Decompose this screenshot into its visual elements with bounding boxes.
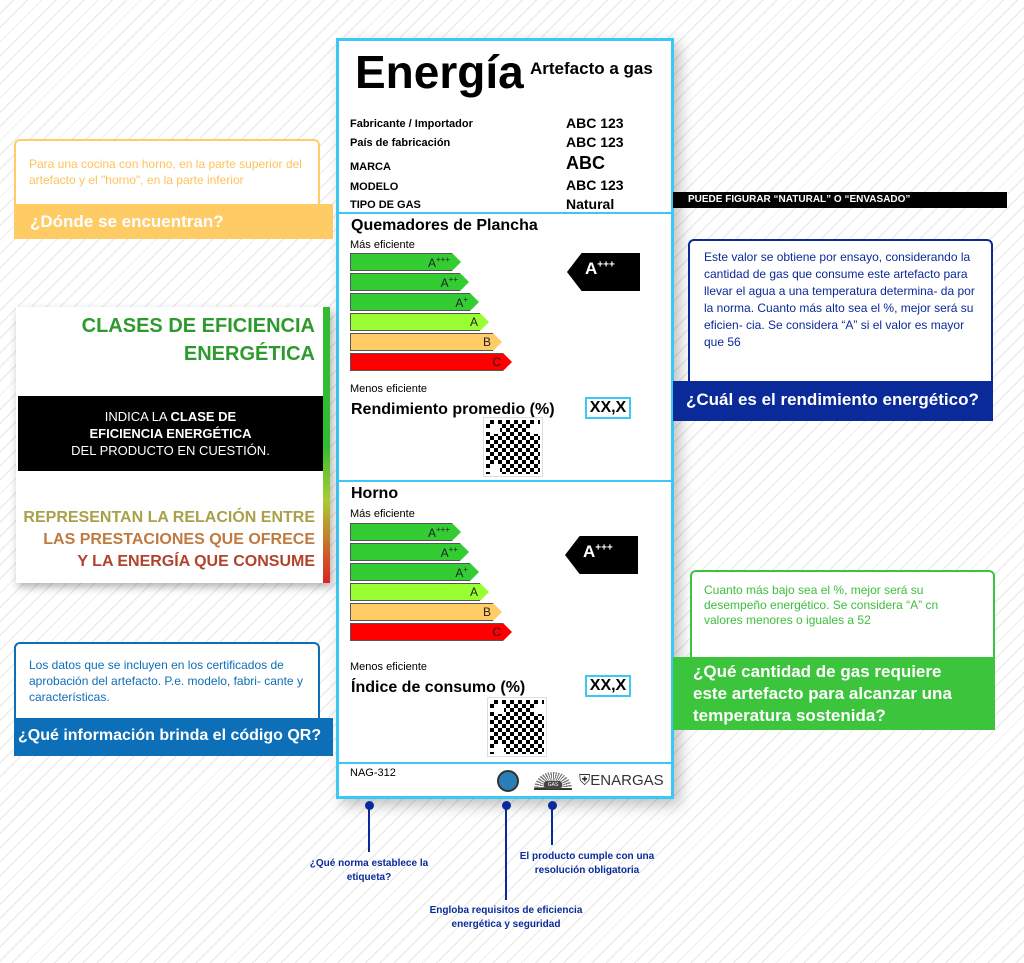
caption-resolucion: El producto cumple con una resolución ob… <box>519 851 655 876</box>
gradient-strip <box>323 307 330 583</box>
clases-text: LAS PRESTACIONES QUE OFRECE <box>43 531 315 548</box>
bar-class-label: A++ <box>440 545 458 560</box>
pointer-line <box>368 805 370 852</box>
callout-donde: Para una cocina con horno, en la parte s… <box>14 139 320 209</box>
less-efficient: Menos eficiente <box>350 661 428 673</box>
efficiency-bar: B <box>350 333 502 351</box>
efficiency-bar: A++ <box>350 273 469 291</box>
class-indicator: A+++ <box>565 536 638 574</box>
info-value: Natural <box>566 196 615 212</box>
callout-consumo-title: ¿Qué cantidad de gas requiere este artef… <box>673 657 995 730</box>
clases-text: Y LA ENERGÍA QUE CONSUME <box>77 553 315 570</box>
callout-rendimiento: Este valor se obtiene por ensayo, consid… <box>688 239 993 389</box>
pointer-line <box>551 805 553 845</box>
bar-class-label: A+ <box>455 295 468 310</box>
energy-label: Energía Artefacto a gas Fabricante / Imp… <box>336 38 674 799</box>
enargas-logo: ⛨ENARGAS <box>579 772 664 789</box>
info-value: ABC <box>566 153 605 173</box>
clases-text: REPRESENTAN LA RELACIÓN ENTRE <box>23 509 315 526</box>
bar-class-label: A <box>469 585 478 599</box>
bar-class-label: B <box>482 605 491 619</box>
bar-class-label: A++ <box>440 275 458 290</box>
info-label: MODELO <box>350 181 399 193</box>
callout-qr-title: ¿Qué información brinda el código QR? <box>14 718 333 756</box>
efficiency-bar: B <box>350 603 502 621</box>
more-efficient: Más eficiente <box>350 239 415 251</box>
metric-value: XX,X <box>585 397 631 419</box>
label-title: Energía <box>355 46 524 98</box>
efficiency-bar: A <box>350 583 489 601</box>
info-value: ABC 123 <box>566 115 624 131</box>
efficiency-bar: C <box>350 353 512 371</box>
efficiency-bar: C <box>350 623 512 641</box>
info-value: ABC 123 <box>566 177 624 193</box>
callout-qr: Los datos que se incluyen en los certifi… <box>14 642 320 724</box>
gas-type-note: PUEDE FIGURAR “NATURAL” O “ENVASADO” <box>673 192 1007 208</box>
info-label: MARCA <box>350 161 391 173</box>
section-title: Quemadores de Plancha <box>351 217 538 234</box>
callout-consumo: Cuanto más bajo sea el %, mejor será su … <box>690 570 995 665</box>
metric-label: Rendimiento promedio (%) <box>351 401 555 418</box>
callout-rendimiento-title: ¿Cuál es el rendimiento energético? <box>673 381 993 421</box>
efficiency-bar: A+ <box>350 563 479 581</box>
caption-engloba: Engloba requisitos de eficiencia energét… <box>429 905 583 930</box>
caption-norma: ¿Qué norma establece la etiqueta? <box>309 858 429 883</box>
callout-donde-title: ¿Dónde se encuentran? <box>14 204 333 239</box>
more-efficient: Más eficiente <box>350 508 415 520</box>
metric-value: XX,X <box>585 675 631 697</box>
divider <box>339 212 671 214</box>
qr-code <box>487 697 547 757</box>
efficiency-bar: A++ <box>350 543 469 561</box>
pointer-line <box>505 805 507 900</box>
bar-class-label: C <box>492 625 501 639</box>
qr-code <box>483 417 543 477</box>
bar-class-label: A+++ <box>427 525 450 540</box>
bar-class-label: B <box>482 335 491 349</box>
clases-title: ENERGÉTICA <box>183 343 315 365</box>
efficiency-bar: A+ <box>350 293 479 311</box>
efficiency-bar: A <box>350 313 489 331</box>
info-label: País de fabricación <box>350 137 451 149</box>
bar-class-label: A+ <box>455 565 468 580</box>
efficiency-bar: A+++ <box>350 523 461 541</box>
info-label: TIPO DE GAS <box>350 199 421 211</box>
section-title: Horno <box>351 485 399 502</box>
info-label: Fabricante / Importador <box>350 118 473 130</box>
less-efficient: Menos eficiente <box>350 383 428 395</box>
callout-clases: CLASES DE EFICIENCIA ENERGÉTICA INDICA L… <box>16 307 330 583</box>
clases-title: CLASES DE EFICIENCIA <box>81 315 315 337</box>
norm-code: NAG-312 <box>350 767 396 779</box>
gas-logo: GAS <box>534 772 572 790</box>
bar-class-label: A <box>469 315 478 329</box>
info-value: ABC 123 <box>566 134 624 150</box>
bar-class-label: C <box>492 355 501 369</box>
clases-black-band: INDICA LA CLASE DE EFICIENCIA ENERGÉTICA… <box>18 396 323 471</box>
divider <box>339 762 671 764</box>
iram-logo <box>497 770 519 792</box>
bar-class-label: A+++ <box>427 255 450 270</box>
label-subtitle: Artefacto a gas <box>530 59 653 78</box>
divider <box>339 480 671 482</box>
class-indicator: A+++ <box>567 253 640 291</box>
metric-label: Índice de consumo (%) <box>351 679 526 696</box>
efficiency-bar: A+++ <box>350 253 461 271</box>
